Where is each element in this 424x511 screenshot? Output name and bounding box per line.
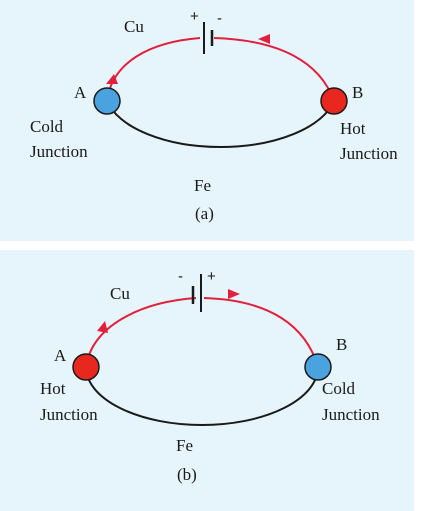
battery-minus-sign: - (178, 268, 183, 285)
hot-junction-b (320, 87, 348, 115)
current-arrow (228, 289, 240, 299)
node-a-label: A (54, 346, 67, 365)
cold-junction-a (93, 87, 121, 115)
node-b-label: B (336, 335, 347, 354)
cu-wire-left (85, 297, 197, 368)
left-junction-line2: Junction (30, 142, 88, 161)
fe-wire (106, 100, 335, 149)
battery-minus-sign: - (217, 10, 222, 27)
right-junction-line1: Hot (340, 119, 366, 138)
current-arrow (106, 74, 118, 84)
right-junction-line2: Junction (340, 144, 398, 163)
fe-label: Fe (176, 436, 193, 455)
fe-label: Fe (194, 176, 211, 195)
caption-a: (a) (195, 204, 214, 223)
left-junction-line2: Junction (40, 405, 98, 424)
cold-junction-b (304, 353, 332, 381)
node-a-label: A (74, 83, 87, 102)
diagram-panel-a: + - Cu A B Cold Junction Hot Junction Fe… (0, 0, 414, 241)
current-arrow (97, 321, 108, 333)
cu-label: Cu (124, 17, 144, 36)
node-b-label: B (352, 83, 363, 102)
right-junction-line2: Junction (322, 405, 380, 424)
right-junction-line1: Cold (322, 379, 356, 398)
left-junction-line1: Cold (30, 117, 64, 136)
left-junction-line1: Hot (40, 379, 66, 398)
thermocouple-diagram-b: - + Cu A B Hot Junction Cold Junction Fe… (40, 268, 380, 484)
caption-b: (b) (177, 465, 197, 484)
thermocouple-diagram-a: + - Cu A B Cold Junction Hot Junction Fe… (30, 8, 398, 223)
hot-junction-a (72, 353, 100, 381)
diagram-panel-b: - + Cu A B Hot Junction Cold Junction Fe… (0, 250, 414, 511)
fe-wire (85, 366, 319, 426)
cu-label: Cu (110, 284, 130, 303)
battery-plus-sign: + (207, 268, 216, 285)
cu-wire-right (203, 297, 319, 368)
cu-wire-right (213, 37, 335, 102)
cu-wire-left (106, 37, 201, 102)
battery-plus-sign: + (190, 8, 199, 25)
current-arrow (258, 34, 270, 44)
